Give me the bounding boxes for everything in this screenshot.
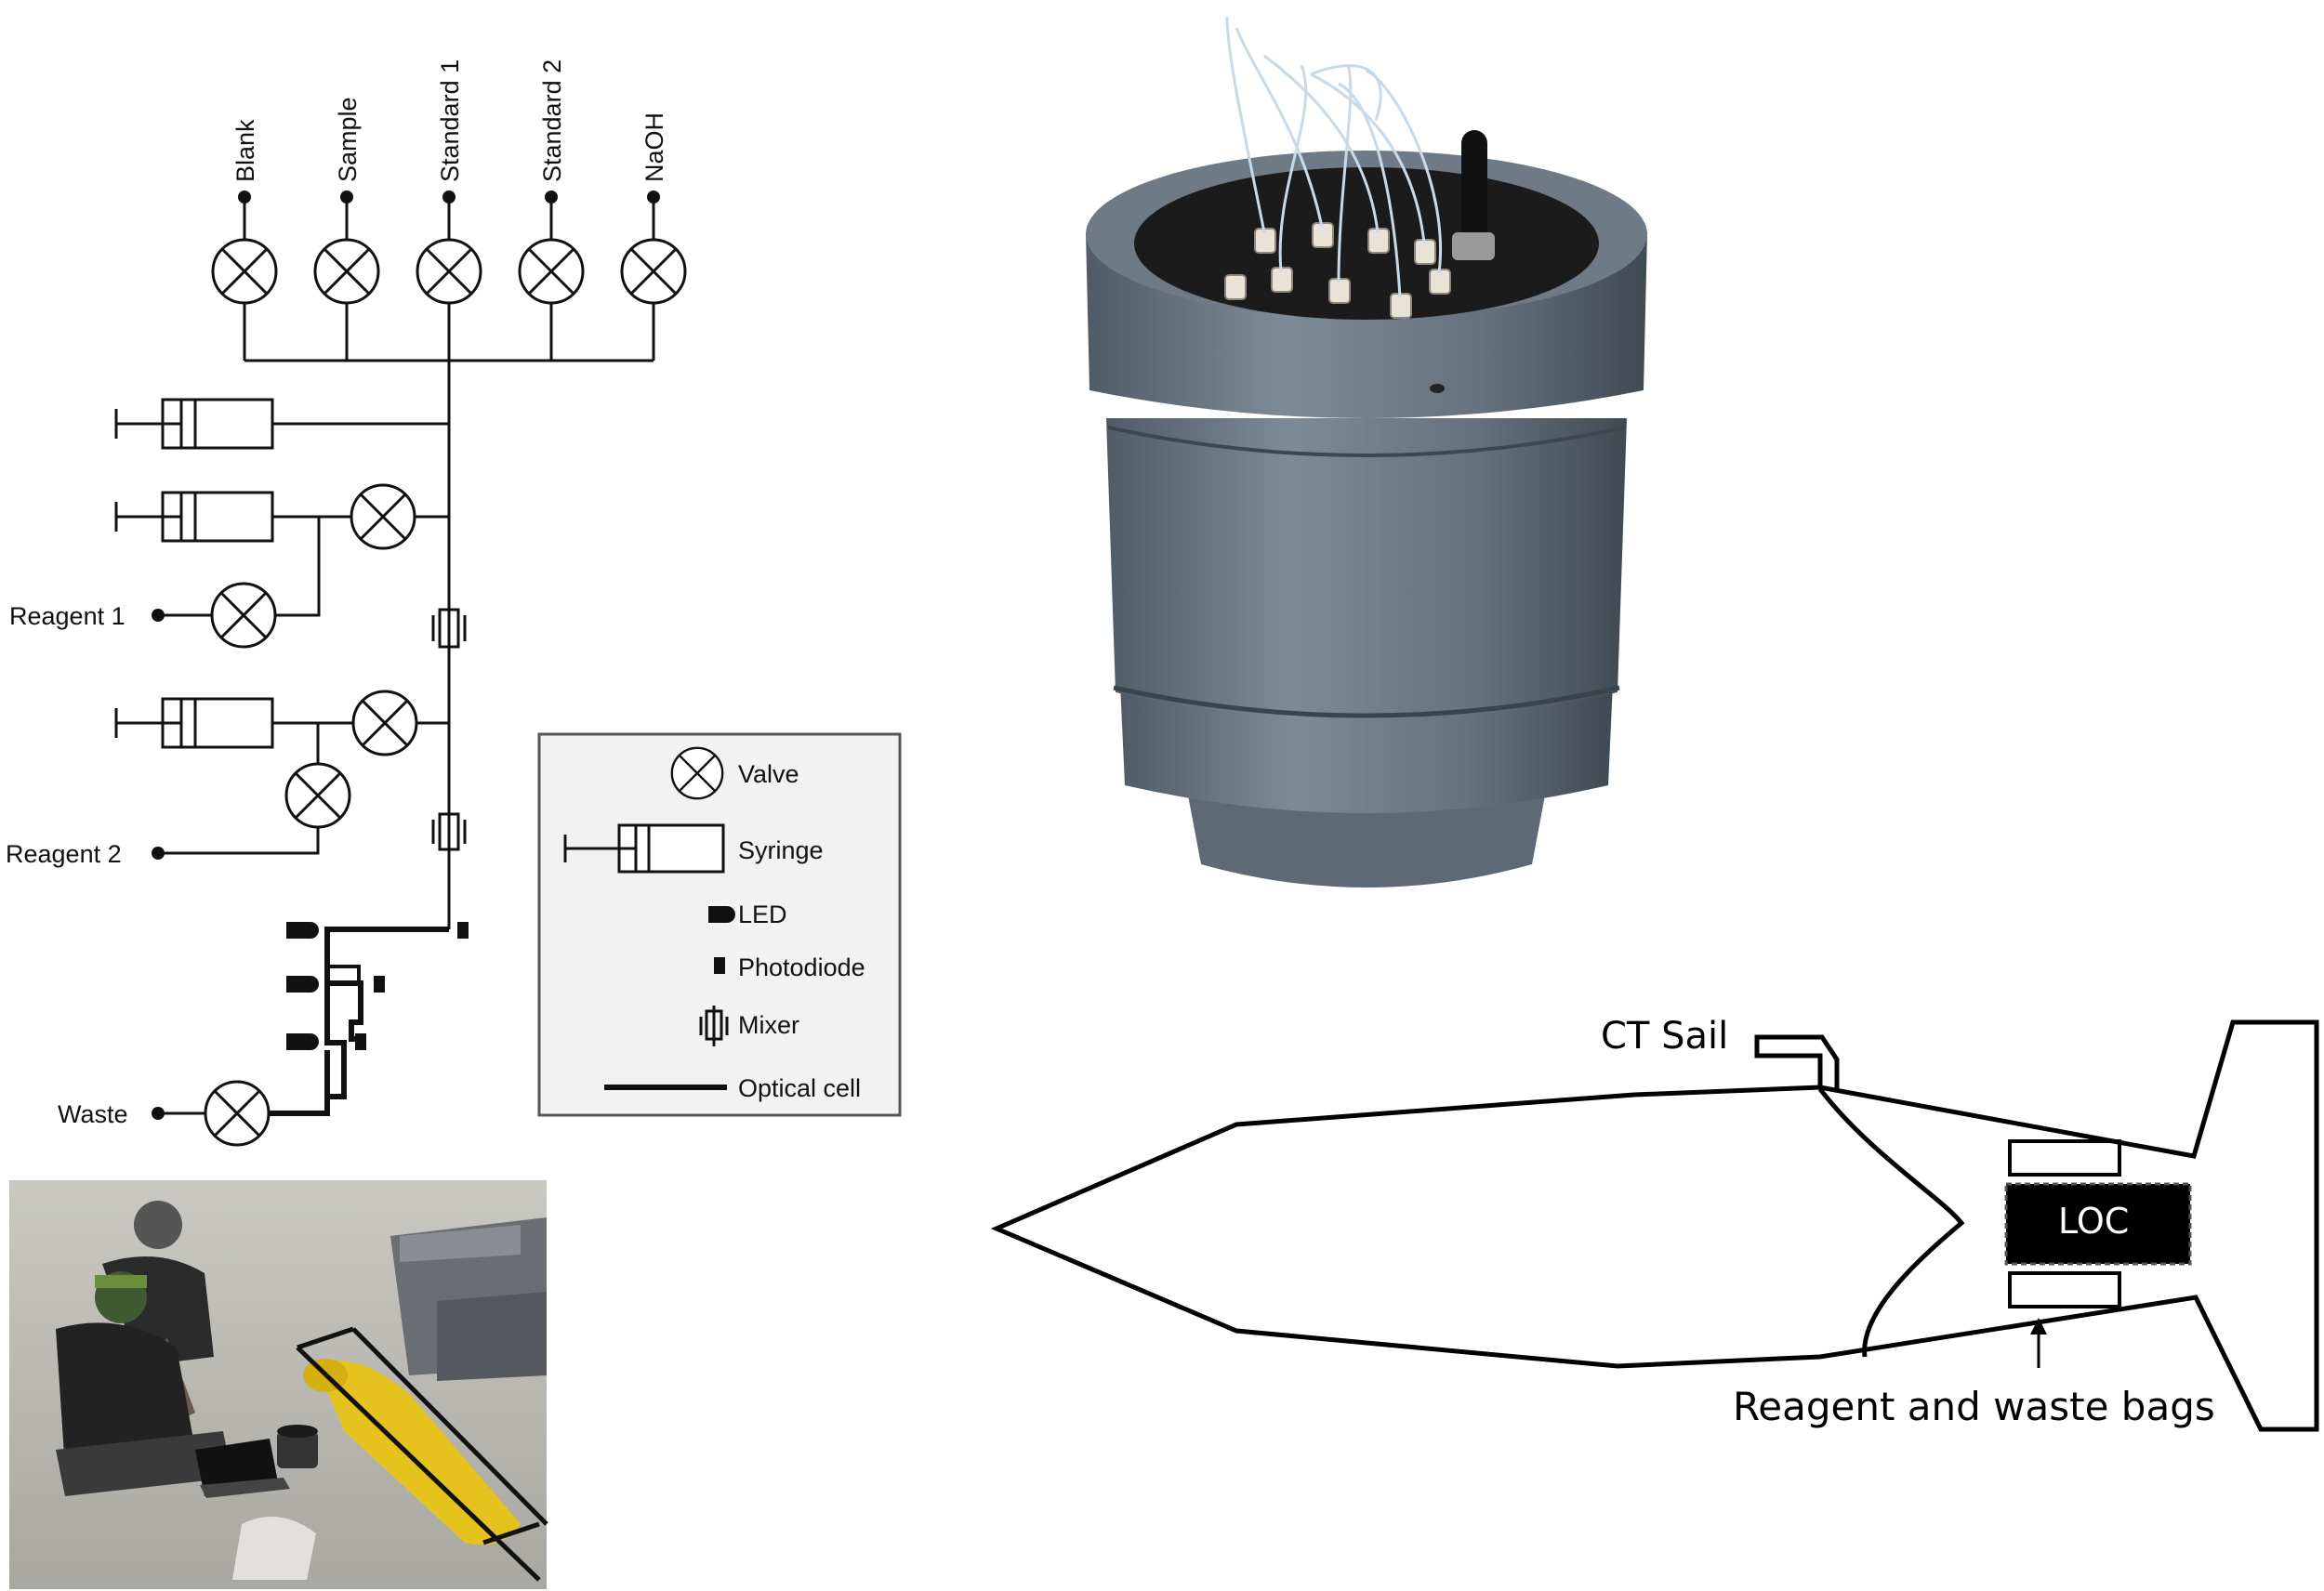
photodiode-2-icon [374, 976, 385, 993]
led-3-icon [286, 1033, 319, 1050]
glider-section-line [1818, 1087, 1965, 1358]
inlet-label-naoh: NaOH [640, 112, 668, 182]
legend-label-valve: Valve [738, 760, 799, 788]
legend-label-led: LED [738, 901, 787, 928]
valve-reagent-2-icon [284, 762, 351, 829]
valve-blank-icon [211, 238, 278, 305]
reagent-2-label: Reagent 2 [6, 840, 122, 868]
photodiode-1-icon [457, 922, 469, 939]
reagent-bag-top [2008, 1139, 2121, 1177]
legend-led-icon [708, 906, 735, 923]
ct-sail-icon [1754, 1034, 1840, 1089]
bags-label: Reagent and waste bags [1733, 1384, 2215, 1429]
inlet-labels: Blank Sample Standard 1 Standard 2 NaOH [231, 59, 668, 182]
legend-label-optical-cell: Optical cell [738, 1074, 861, 1102]
valve-standard-2-icon [518, 238, 585, 305]
syringe-2-icon [114, 491, 449, 617]
legend-box [537, 732, 902, 1117]
valve-syringe-2-icon [350, 483, 416, 550]
valve-waste-icon [204, 1080, 271, 1147]
led-1-icon [286, 922, 319, 939]
mixer-1-icon [431, 602, 467, 654]
legend-label-syringe: Syringe [738, 836, 824, 864]
led-2-icon [286, 976, 319, 993]
mixer-2-icon [431, 809, 467, 857]
sensor-housing-photo [1086, 16, 1647, 888]
legend-mixer-icon [699, 1006, 729, 1046]
reagent-bag-bottom [2008, 1271, 2121, 1308]
syringe-1-icon [114, 398, 449, 450]
inlet-label-standard-1: Standard 1 [436, 59, 464, 182]
valve-naoh-icon [620, 238, 687, 305]
valve-reagent-1-icon [210, 582, 277, 649]
ct-sail-label: CT Sail [1601, 1015, 1728, 1058]
photodiode-3-icon [355, 1033, 366, 1050]
valve-sample-icon [313, 238, 380, 305]
reagent-1-label: Reagent 1 [9, 602, 125, 630]
legend-photodiode-icon [714, 957, 725, 974]
inlet-label-sample: Sample [334, 97, 362, 182]
inlet-label-blank: Blank [231, 119, 259, 182]
housing-top-plate [1134, 167, 1599, 320]
field-deployment-photo [9, 1180, 548, 1589]
optical-cell-detail [325, 929, 361, 1045]
fluidic-schematic: Blank Sample Standard 1 Standard 2 NaOH [6, 59, 687, 1147]
loc-label: LOC [2058, 1201, 2129, 1242]
legend: Valve Syringe LED Photodiode Mixer Optic… [537, 732, 902, 1117]
glider-diagram [990, 1019, 2319, 1432]
glider-hull-outline [990, 1019, 2319, 1432]
legend-syringe-icon [563, 823, 725, 874]
legend-valve-icon [670, 746, 724, 800]
valve-standard-1-icon [416, 238, 482, 305]
inlet-label-standard-2: Standard 2 [538, 59, 566, 182]
optical-cell-path [324, 927, 449, 1115]
valve-syringe-3-icon [351, 690, 418, 756]
syringe-3-icon [114, 697, 449, 855]
waste-label: Waste [58, 1100, 128, 1128]
legend-label-mixer: Mixer [738, 1011, 799, 1039]
legend-label-photodiode: Photodiode [738, 953, 865, 981]
loc-box [2004, 1182, 2192, 1266]
